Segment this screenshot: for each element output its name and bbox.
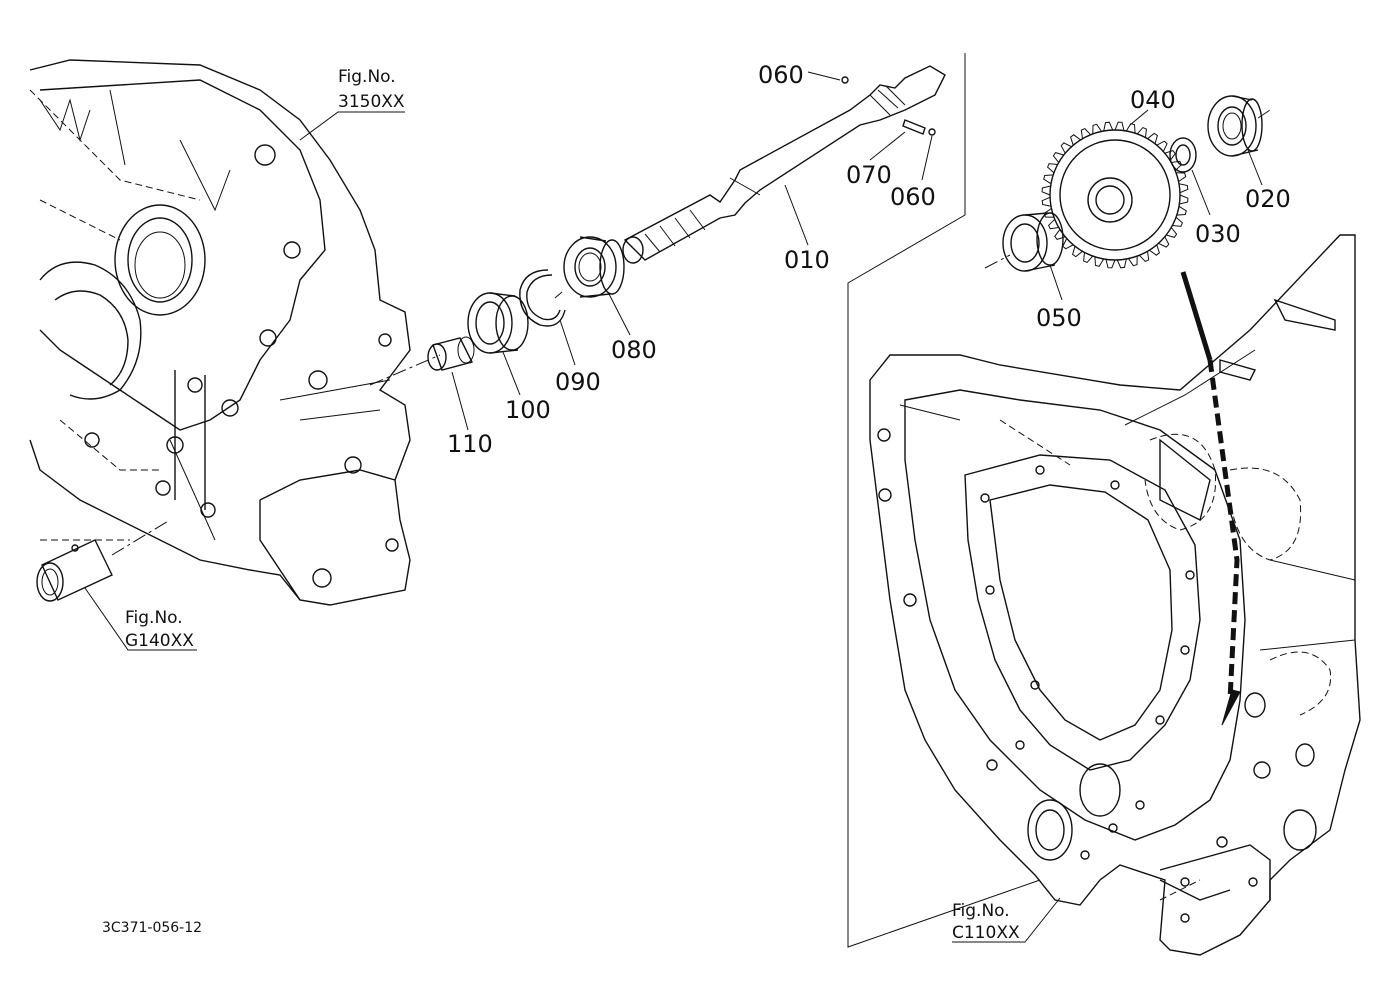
part-label-050: 050 bbox=[1036, 304, 1082, 332]
callout-bracket bbox=[847, 53, 1041, 948]
diagram-code: 3C371-056-12 bbox=[102, 920, 202, 936]
pin-070 bbox=[869, 119, 926, 161]
part-label-080: 080 bbox=[611, 336, 657, 364]
oil-seal-100 bbox=[467, 292, 529, 396]
circlip-090 bbox=[519, 269, 576, 366]
figure-ref-label: Fig.No. bbox=[338, 67, 396, 87]
ball-060-upper bbox=[841, 76, 849, 84]
gear-040 bbox=[1041, 109, 1189, 269]
figure-ref-3150xx: Fig.No. 3150XX bbox=[299, 67, 405, 141]
leader-060-upper bbox=[807, 71, 841, 81]
figure-ref-code: 3150XX bbox=[338, 92, 405, 112]
collar-110 bbox=[427, 336, 475, 431]
bearing-020 bbox=[1207, 95, 1271, 186]
part-label-040: 040 bbox=[1130, 86, 1176, 114]
bearing-050 bbox=[984, 212, 1064, 301]
bearing-080 bbox=[563, 236, 631, 336]
figure-ref-code: G140XX bbox=[125, 631, 194, 651]
bushing-part bbox=[36, 519, 171, 602]
washer-030 bbox=[1169, 137, 1211, 216]
part-label-010: 010 bbox=[784, 246, 830, 274]
figure-ref-label: Fig.No. bbox=[952, 901, 1010, 921]
right-clutch-housing bbox=[869, 234, 1361, 956]
shaft-010 bbox=[622, 65, 946, 264]
part-label-090: 090 bbox=[555, 368, 601, 396]
part-label-020: 020 bbox=[1245, 185, 1291, 213]
assembly-axis-left bbox=[369, 354, 441, 386]
ball-060-lower bbox=[928, 128, 936, 136]
figure-ref-c110xx: Fig.No. C110XX bbox=[952, 897, 1061, 943]
part-label-060-lower: 060 bbox=[890, 183, 936, 211]
left-transmission-housing bbox=[29, 59, 411, 606]
part-label-110: 110 bbox=[447, 430, 493, 458]
figure-ref-label: Fig.No. bbox=[125, 608, 183, 628]
figure-ref-g140xx: Fig.No. G140XX bbox=[84, 587, 197, 651]
figure-ref-code: C110XX bbox=[952, 923, 1020, 943]
assembly-direction-arrow bbox=[1180, 271, 1241, 726]
leader-060-lower bbox=[921, 135, 933, 181]
part-label-100: 100 bbox=[505, 396, 551, 424]
part-label-030: 030 bbox=[1195, 220, 1241, 248]
part-label-060-upper: 060 bbox=[758, 61, 804, 89]
part-label-070: 070 bbox=[846, 161, 892, 189]
